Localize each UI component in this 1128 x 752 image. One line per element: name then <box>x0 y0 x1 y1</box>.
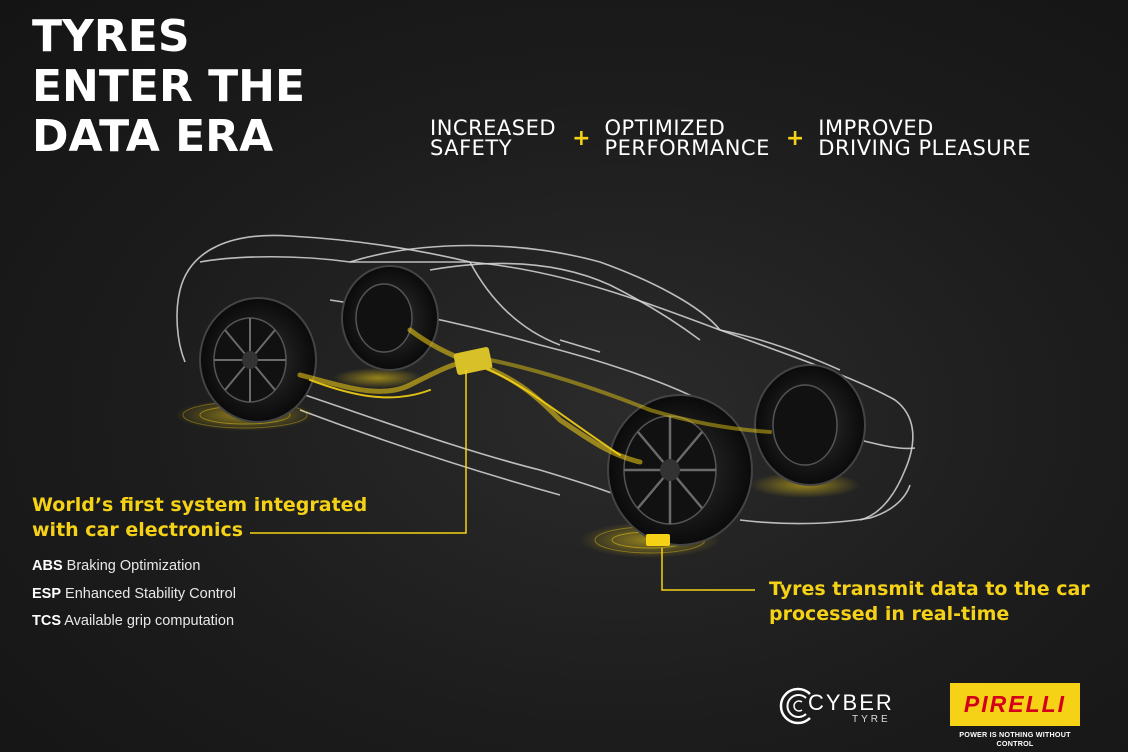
title-line: DATA ERA <box>32 111 274 162</box>
feature-abbr: ESP <box>32 585 62 602</box>
cyber-logo-subword: TYRE <box>852 714 891 725</box>
tyre-front-left <box>341 265 439 371</box>
list-item: ESP Enhanced Stability Control <box>32 581 236 609</box>
list-item: ABS Braking Optimization <box>32 553 236 581</box>
benefit-line: IMPROVED <box>818 116 934 140</box>
title-line: TYRES <box>32 11 190 62</box>
feature-abbr: ABS <box>32 558 63 574</box>
feature-text: Braking Optimization <box>62 558 201 574</box>
plus-icon: + <box>572 125 591 151</box>
callout-data-transmission: Tyres transmit data to the car processed… <box>769 577 1090 627</box>
feature-abbr: TCS <box>32 613 61 629</box>
sensor-signal-icon <box>453 347 670 546</box>
feature-text: Enhanced Stability Control <box>61 585 236 602</box>
benefits-row: INCREASED SAFETY + OPTIMIZED PERFORMANCE… <box>430 116 1031 160</box>
benefit-driving-pleasure: IMPROVED DRIVING PLEASURE <box>818 116 1032 160</box>
tyre-front-right <box>607 394 753 546</box>
benefit-line: OPTIMIZED <box>604 116 726 140</box>
cyber-tyre-logo: CYBER TYRE <box>778 684 913 728</box>
tyre-rear-right <box>754 364 866 486</box>
title-line: ENTER THE <box>32 61 306 112</box>
callout-line: with car electronics <box>32 519 244 541</box>
pirelli-tagline: POWER IS NOTHING WITHOUT CONTROL <box>959 730 1071 748</box>
benefit-line: DRIVING PLEASURE <box>818 136 1032 160</box>
callout-line: Tyres transmit data to the car <box>769 578 1090 600</box>
list-item: TCS Available grip computation <box>32 608 236 636</box>
car-body-outline <box>176 234 916 525</box>
page-title: TYRES ENTER THE DATA ERA <box>32 12 305 162</box>
benefit-line: PERFORMANCE <box>604 136 770 160</box>
benefit-line: INCREASED <box>430 116 557 140</box>
benefit-safety: INCREASED SAFETY <box>430 116 557 160</box>
tyre-icon <box>779 687 811 725</box>
callout-lines <box>250 370 755 591</box>
pirelli-logo: PIRELLI <box>950 683 1080 726</box>
cyber-logo-word: CYBER <box>808 690 894 715</box>
benefit-performance: OPTIMIZED PERFORMANCE <box>604 116 770 160</box>
feature-text: Available grip computation <box>61 613 235 629</box>
feature-list: ABS Braking Optimization ESP Enhanced St… <box>32 553 236 636</box>
tyre-rear-left <box>199 297 317 423</box>
pirelli-logo-word: PIRELLI <box>963 691 1067 717</box>
plus-icon: + <box>785 125 805 151</box>
benefit-line: SAFETY <box>430 136 513 160</box>
callout-line: World’s first system integrated <box>32 494 368 516</box>
callout-line: processed in real-time <box>769 603 1010 625</box>
callout-integration: World’s first system integrated with car… <box>32 493 367 543</box>
